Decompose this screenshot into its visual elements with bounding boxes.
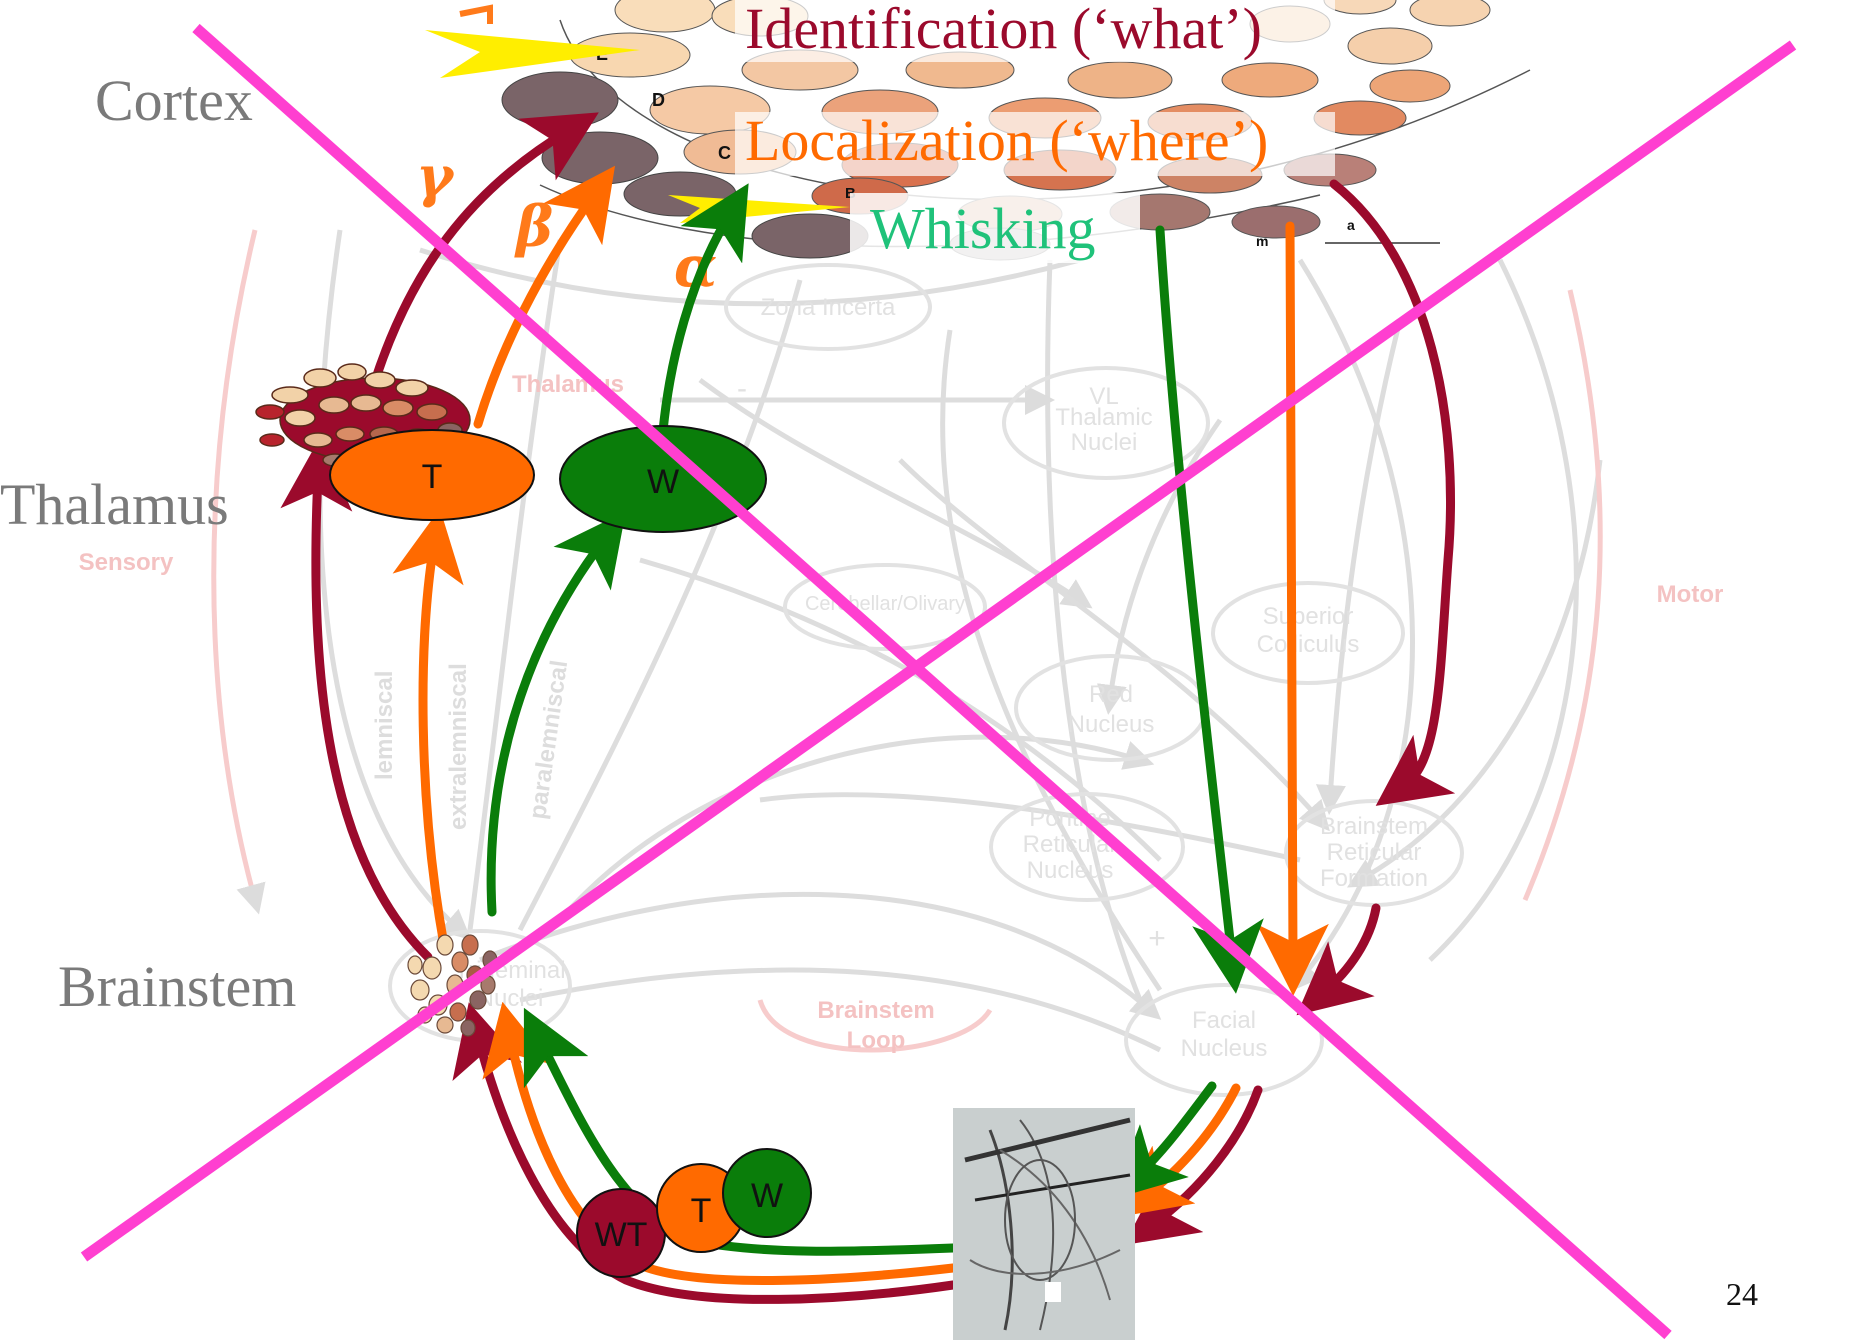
bg-label-minus: - — [737, 372, 747, 405]
receptor-node-w — [722, 1148, 812, 1238]
label-lemniscal: lemniscal — [371, 671, 398, 780]
level-label-cortex: Cortex — [95, 68, 253, 133]
bg-label-loop-1: Brainstem — [817, 997, 934, 1024]
barrel-label-a: a — [1347, 217, 1355, 233]
pathway-axis-labels: lemniscal extralemniscal paralemniscal — [371, 659, 573, 830]
cross-out-line-2 — [80, 40, 1797, 1262]
background-red-loops — [211, 229, 1603, 1053]
receptor-node-t-label: T — [691, 1192, 712, 1230]
bg-label-sensory: Sensory — [79, 549, 174, 576]
what-pathway — [280, 112, 1456, 1304]
thalamus-nucleus-w-label: W — [647, 463, 679, 501]
gamma-symbol: γ — [416, 144, 456, 210]
bg-label-red-2: Nucleus — [1068, 711, 1155, 738]
level-label-thalamus: Thalamus — [0, 472, 229, 537]
cross-out-line-1 — [192, 23, 1672, 1340]
bg-label-motor: Motor — [1657, 581, 1724, 608]
barrel-label-c: C — [718, 143, 731, 163]
receptor-node-w-label: W — [751, 1177, 783, 1215]
identification-label: Identification (‘what’) — [745, 0, 1262, 61]
where-label-backdrop — [735, 112, 1335, 176]
what-label-backdrop — [735, 0, 1335, 62]
thalamic-barreloid-cluster — [255, 363, 471, 467]
label-paralemniscal: paralemniscal — [524, 659, 573, 821]
background-network — [317, 229, 1603, 1053]
bg-label-pontine-3: Nucleus — [1027, 857, 1114, 884]
thalamus-nucleus-t-label: T — [422, 458, 443, 496]
bg-label-facial-2: Nucleus — [1181, 1035, 1268, 1062]
bg-label-vl-1: VL — [1089, 383, 1118, 410]
bg-label-sc-2: Colliculus — [1257, 631, 1360, 658]
whisking-label-backdrop — [850, 193, 1140, 263]
receptor-node-wt-label: WT — [595, 1216, 648, 1254]
top-corner-mark — [459, 4, 493, 24]
bg-label-facial-1: Facial — [1192, 1007, 1256, 1034]
bg-label-zona-incerta: Zona Incerta — [761, 294, 896, 321]
bg-label-sc-1: Superior — [1263, 603, 1354, 630]
barrel-label-d: D — [652, 90, 665, 110]
cross-out-mark — [80, 23, 1797, 1340]
beta-symbol: β — [514, 194, 553, 260]
bg-label-vl-2: Thalamic — [1055, 404, 1152, 431]
whisker-follicle-image — [953, 1108, 1135, 1340]
yellow-wedge-e — [425, 30, 640, 78]
bg-label-red-1: Red — [1089, 681, 1133, 708]
bg-label-brf-3: Formation — [1320, 865, 1428, 892]
bg-label-brf-1: Brainstem — [1320, 813, 1428, 840]
level-label-brainstem: Brainstem — [58, 954, 296, 1019]
bg-label-loop-2: Loop — [847, 1027, 906, 1054]
thalamus-nucleus-t — [329, 429, 535, 521]
whisking-label: Whisking — [870, 196, 1096, 261]
label-extralemniscal: extralemniscal — [445, 663, 472, 830]
bg-label-vl-3: Nuclei — [1071, 429, 1138, 456]
localization-label: Localization (‘where’) — [745, 108, 1268, 173]
bg-label-plus: + — [1148, 922, 1166, 955]
page-number: 24 — [1726, 1276, 1758, 1312]
thalamus-nucleus-w — [559, 425, 767, 533]
bg-label-brf-2: Reticular — [1327, 839, 1422, 866]
barrel-label-m: m — [1256, 233, 1268, 249]
